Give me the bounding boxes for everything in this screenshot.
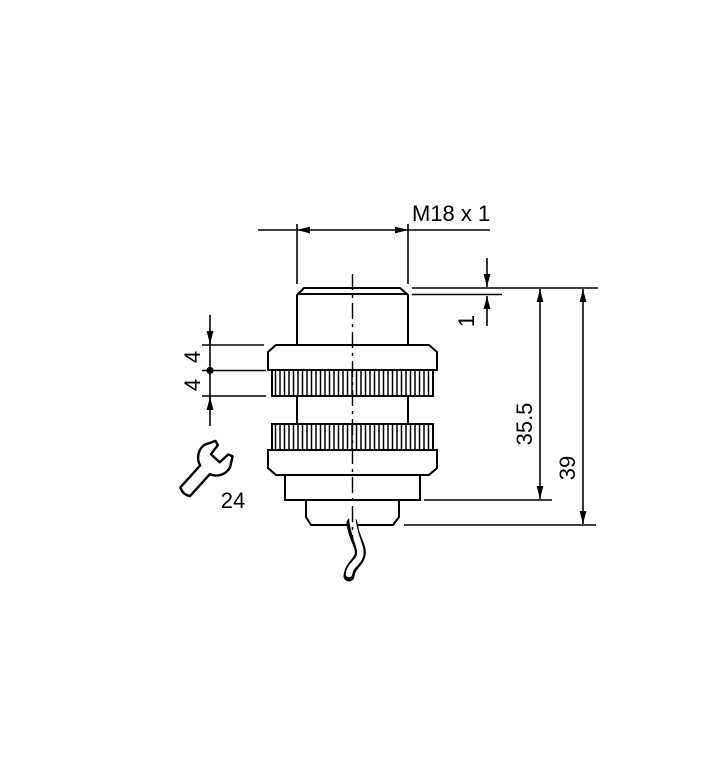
dim-housing-length-label: 35.5 bbox=[512, 403, 537, 446]
dim-total-length bbox=[404, 289, 596, 526]
wrench-icon bbox=[179, 439, 234, 498]
dim-housing-length bbox=[424, 289, 552, 501]
dim-chamfer-label: 1 bbox=[454, 315, 479, 327]
dim-thread bbox=[258, 224, 490, 284]
dim-chamfer bbox=[412, 258, 598, 326]
cable bbox=[343, 512, 366, 582]
dim-shared-point-dot bbox=[206, 366, 214, 375]
dim-total-length-label: 39 bbox=[555, 456, 580, 480]
dim-ring-lower-label: 4 bbox=[180, 379, 205, 391]
upper-nut-hex-band bbox=[267, 344, 438, 371]
dim-ring-thickness bbox=[202, 315, 266, 426]
dim-ring-upper-label: 4 bbox=[180, 351, 205, 363]
dim-thread-label: M18 x 1 bbox=[412, 201, 490, 226]
wrench-size-label: 24 bbox=[221, 488, 245, 513]
